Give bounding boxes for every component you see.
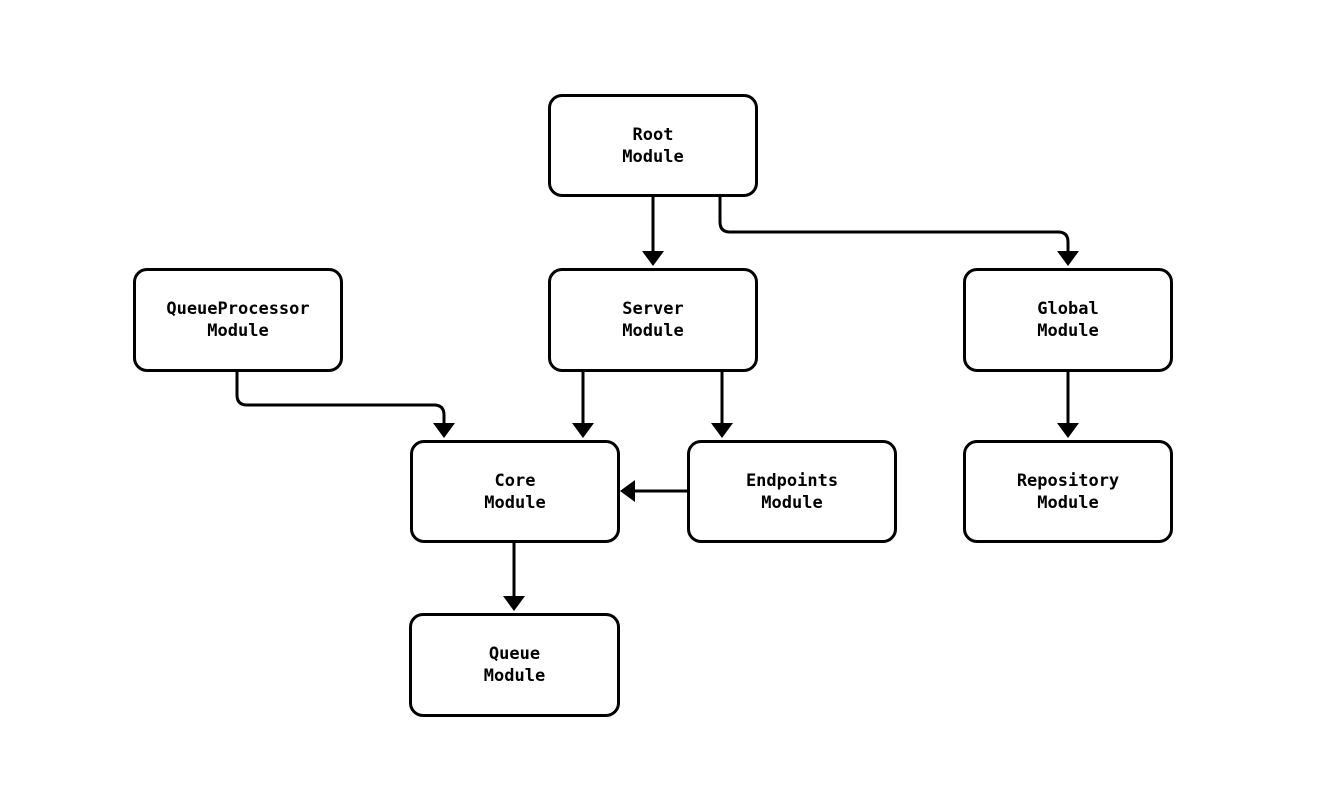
edge-queueprocessor-to-core <box>235 372 446 427</box>
node-root[interactable]: Root Module <box>548 94 758 197</box>
node-label-queueprocessor: QueueProcessor Module <box>166 299 310 341</box>
node-global[interactable]: Global Module <box>963 268 1173 372</box>
edges-group <box>235 197 1079 611</box>
arrowhead-root-to-global <box>1057 251 1079 266</box>
node-label-core: Core Module <box>484 470 546 513</box>
node-server[interactable]: Server Module <box>548 268 758 372</box>
arrowhead-core-to-queue <box>503 596 525 611</box>
node-endpoints[interactable]: Endpoints Module <box>687 440 897 543</box>
arrowhead-global-to-repository <box>1057 423 1079 438</box>
node-label-global: Global Module <box>1037 299 1099 341</box>
edge-root-to-global <box>718 197 1070 255</box>
node-repository[interactable]: Repository Module <box>963 440 1173 543</box>
node-core[interactable]: Core Module <box>410 440 620 543</box>
node-label-server: Server Module <box>622 299 684 341</box>
node-label-root: Root Module <box>622 124 684 167</box>
node-label-endpoints: Endpoints Module <box>745 470 839 513</box>
node-label-queue: Queue Module <box>483 644 546 686</box>
node-queueprocessor[interactable]: QueueProcessor Module <box>133 268 343 372</box>
arrowhead-server-to-core <box>572 423 594 438</box>
arrowhead-root-to-server <box>642 251 664 266</box>
node-queue[interactable]: Queue Module <box>409 613 620 717</box>
node-label-repository: Repository Module <box>1016 470 1120 513</box>
arrowhead-endpoints-to-core <box>620 480 635 502</box>
arrowhead-queueprocessor-to-core <box>433 423 455 438</box>
arrowhead-server-to-endpoints <box>711 423 733 438</box>
